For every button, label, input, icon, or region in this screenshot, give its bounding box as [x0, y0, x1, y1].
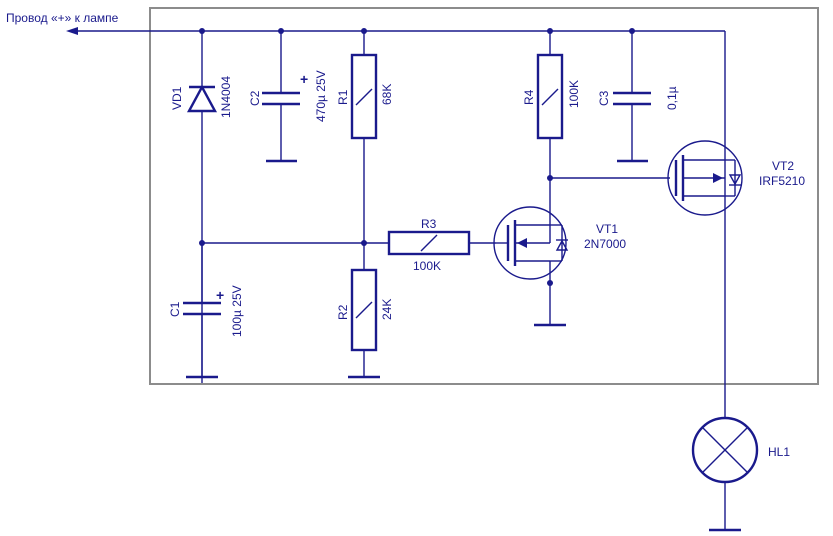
- r4-resistor: R4 100K: [522, 31, 581, 178]
- r3-resistor: R3 100K: [387, 217, 496, 273]
- vt1-value-label: 2N7000: [584, 237, 626, 251]
- c1-ref-label: C1: [168, 301, 182, 317]
- r1-resistor: R1 68K: [336, 31, 394, 270]
- vt1-mosfet: VT1 2N7000: [493, 178, 626, 327]
- vt2-ref-label: VT2: [772, 159, 794, 173]
- c1-plus-label: +: [216, 287, 224, 303]
- c2-plus-label: +: [300, 71, 308, 87]
- vd1-value-label: 1N4004: [219, 76, 233, 118]
- vd1-ref-label: VD1: [170, 86, 184, 110]
- c2-ref-label: C2: [248, 90, 262, 106]
- board-outline: [149, 7, 819, 385]
- hl1-lamp: HL1: [691, 416, 790, 532]
- r2-value-label: 24K: [380, 299, 394, 320]
- hl1-ref-label: HL1: [768, 445, 790, 459]
- r4-ref-label: R4: [522, 89, 536, 105]
- lamp-wire-label: Провод «+» к лампе: [6, 11, 119, 25]
- c3-value-label: 0,1µ: [665, 86, 679, 110]
- vt2-mosfet: VT2 IRF5210: [667, 140, 805, 216]
- r3-ref-label: R3: [421, 217, 437, 231]
- r2-ref-label: R2: [336, 304, 350, 320]
- arrow-left-icon: [66, 27, 78, 35]
- c3-capacitor: C3 0,1µ: [597, 31, 679, 163]
- r1-value-label: 68K: [380, 84, 394, 105]
- r2-resistor: R2 24K: [336, 268, 394, 379]
- gate-junction: [547, 175, 553, 181]
- c2-capacitor: + C2 470µ 25V: [248, 31, 328, 163]
- c2-value-label: 470µ 25V: [314, 70, 328, 122]
- vt2-value-label: IRF5210: [759, 174, 805, 188]
- r1-ref-label: R1: [336, 89, 350, 105]
- r3-value-label: 100K: [413, 259, 441, 273]
- c1-value-label: 100µ 25V: [230, 285, 244, 337]
- vt1-ref-label: VT1: [596, 222, 618, 236]
- r4-value-label: 100K: [567, 80, 581, 108]
- c3-ref-label: C3: [597, 90, 611, 106]
- bias-junction-right: [361, 240, 367, 246]
- c1-capacitor: + C1 100µ 25V: [168, 243, 244, 379]
